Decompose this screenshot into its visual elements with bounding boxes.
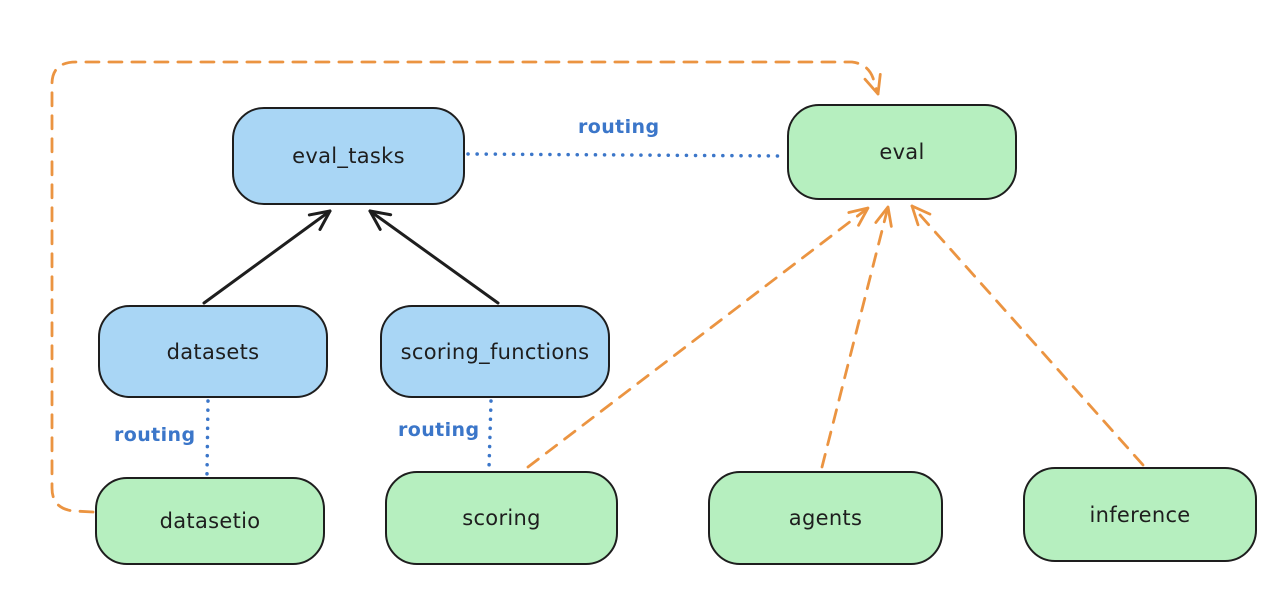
node-datasetio: datasetio — [95, 477, 325, 565]
edge-inference-to-eval — [910, 204, 1145, 467]
node-scoring-functions: scoring_functions — [380, 305, 610, 398]
edge-scoring-functions-to-scoring-routing — [487, 399, 493, 470]
edge-scoring-functions-to-eval-tasks — [368, 209, 500, 305]
node-agents: agents — [708, 471, 943, 565]
node-agents-label: agents — [788, 506, 863, 530]
node-inference: inference — [1023, 467, 1257, 562]
node-inference-label: inference — [1089, 502, 1191, 527]
edge-datasets-to-datasetio-routing — [205, 399, 210, 476]
edge-label-routing-scoring-functions-scoring: routing — [398, 419, 480, 441]
node-datasetio-label: datasetio — [159, 509, 261, 533]
edge-label-routing-eval-tasks-eval: routing — [578, 116, 660, 138]
node-scoring-label: scoring — [462, 506, 541, 530]
node-scoring: scoring — [385, 471, 618, 565]
edge-label-routing-datasets-datasetio: routing — [114, 424, 196, 446]
edge-agents-to-eval — [820, 205, 893, 469]
node-eval-tasks-label: eval_tasks — [292, 144, 405, 168]
edge-eval-tasks-to-eval-routing — [466, 152, 786, 158]
node-eval-label: eval — [879, 140, 925, 164]
node-datasets: datasets — [98, 305, 328, 398]
edge-datasets-to-eval-tasks — [202, 209, 332, 305]
node-scoring-functions-label: scoring_functions — [400, 339, 590, 364]
node-datasets-label: datasets — [166, 339, 260, 364]
edge-scoring-to-eval — [526, 206, 870, 469]
edge-datasetio-to-eval — [50, 60, 882, 514]
node-eval-tasks: eval_tasks — [232, 107, 465, 205]
node-eval: eval — [787, 104, 1017, 200]
